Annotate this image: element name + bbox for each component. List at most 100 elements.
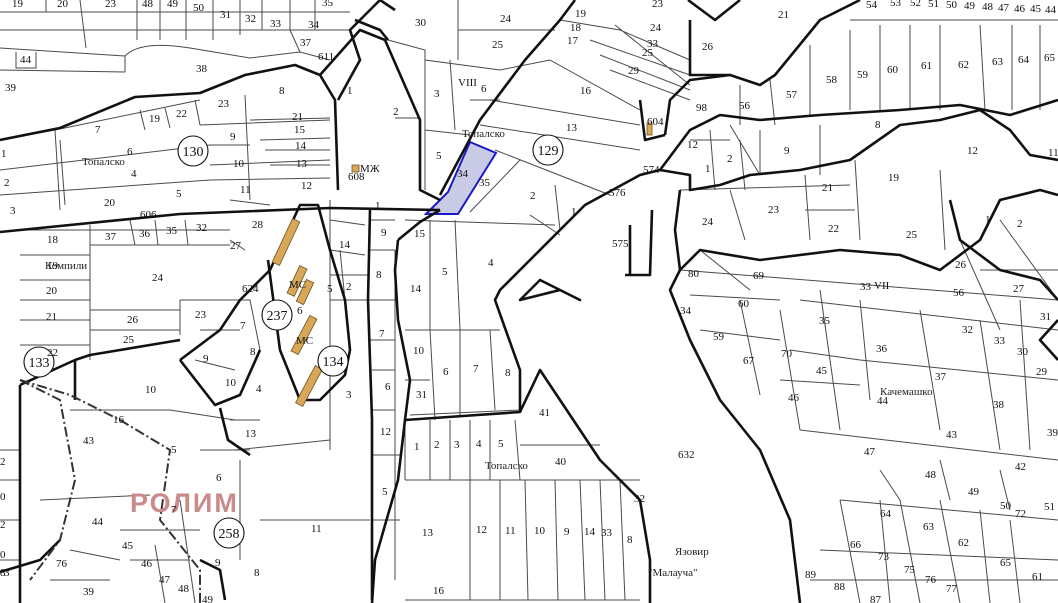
parcel-label: 35: [322, 0, 334, 9]
parcel-label: 14: [410, 283, 422, 295]
parcel-label: 34: [308, 19, 320, 31]
parcel-label: 61: [1032, 571, 1043, 583]
parcel-label: 67: [743, 355, 755, 367]
parcel-label: 57: [786, 89, 798, 101]
parcel-label: 7: [171, 504, 177, 516]
parcel-label: 24: [702, 216, 714, 228]
parcel-label: 21: [778, 9, 789, 21]
parcel-label: 42: [1015, 461, 1026, 473]
parcel-label: 12: [380, 426, 391, 438]
parcel-label: 5: [436, 150, 442, 162]
parcel-label: 32: [196, 222, 207, 234]
parcel-label: 1: [705, 163, 711, 175]
parcel-label: 14: [295, 140, 307, 152]
parcel-label: 22: [176, 108, 187, 120]
parcel-label: 48: [178, 583, 190, 595]
roman-label: VIII: [458, 77, 477, 89]
parcel-label: 17: [567, 35, 579, 47]
parcel-label: 72: [1015, 508, 1026, 520]
parcel-label: 606: [140, 209, 157, 221]
parcel-label: 11: [505, 525, 516, 537]
parcel-label: 9: [784, 145, 790, 157]
locality-labels: Топалско Топалско Топалско Компили Качем…: [45, 77, 933, 579]
roman-label: VII: [874, 280, 890, 292]
parcel-label: 33: [270, 18, 282, 30]
parcel-label: 8: [505, 367, 511, 379]
parcel-label: 7: [95, 124, 101, 136]
parcel-label: 22: [828, 223, 839, 235]
parcel-label: 1: [985, 214, 991, 226]
parcel-label: 65: [1000, 557, 1012, 569]
quarter-marker-237[interactable]: [261, 299, 293, 331]
parcel-label: 8: [627, 534, 633, 546]
parcel-label: 43: [83, 435, 95, 447]
parcel-label: 9: [564, 526, 570, 538]
parcel-label: 8: [250, 346, 256, 358]
parcel-label: 53: [890, 0, 902, 9]
selected-parcel-34[interactable]: [423, 140, 498, 215]
parcel-label: 18: [570, 22, 582, 34]
parcel-label: 6: [216, 472, 222, 484]
parcel-label: 7: [379, 328, 385, 340]
locality-label: Топалско: [82, 156, 125, 168]
parcel-label: 87: [870, 594, 882, 603]
parcel-label: 35: [166, 225, 178, 237]
parcel-label: 10: [145, 384, 157, 396]
parcel-label: 2: [346, 281, 352, 293]
parcel-label: 21: [822, 182, 833, 194]
parcel-label: 8: [279, 85, 285, 97]
parcel-label: 6: [297, 305, 303, 317]
locality-label: Топалско: [485, 460, 528, 472]
parcel-label: 4: [131, 168, 137, 180]
parcel-label: 608: [348, 171, 365, 183]
special-label: МЖ: [360, 163, 380, 175]
parcel-label: 9: [215, 557, 221, 569]
parcel-label: 23: [652, 0, 664, 10]
parcel-label: 8: [254, 567, 260, 579]
parcel-label: 24: [650, 22, 662, 34]
parcel-label: 61: [921, 60, 932, 72]
municipal-boundary-west: [19, 379, 77, 581]
parcel-label: 49: [968, 486, 980, 498]
parcel-label: 0: [0, 491, 6, 503]
parcel-label: 25: [123, 334, 135, 346]
parcel-label: 6: [481, 83, 487, 95]
parcel-label: 6: [443, 366, 449, 378]
quarter-marker-129[interactable]: [532, 134, 564, 166]
parcel-label: 36: [876, 343, 888, 355]
parcel-label: 30: [1017, 346, 1029, 358]
locality-label: "Малауча": [648, 567, 697, 579]
parcel-label: 64: [880, 508, 892, 520]
parcel-label: 9: [381, 227, 387, 239]
quarter-marker-130[interactable]: [177, 135, 209, 167]
parcel-label: 33: [601, 527, 613, 539]
parcel-label: 33: [647, 38, 659, 50]
quarter-number: 130: [183, 145, 204, 160]
quarter-marker-134[interactable]: [317, 345, 349, 377]
parcel-label: 2: [727, 153, 733, 165]
parcel-label: 14: [584, 526, 596, 538]
parcel-label: 33: [860, 281, 872, 293]
parcel-label: 60: [738, 298, 750, 310]
parcel-label: 45: [1030, 3, 1042, 15]
quarter-marker-258[interactable]: [213, 517, 245, 549]
parcel-label: 2: [434, 439, 440, 451]
parcel-label: 39: [1047, 427, 1058, 439]
parcel-label: 16: [580, 85, 592, 97]
parcel-label: 12: [301, 180, 312, 192]
parcel-label: 38: [993, 399, 1005, 411]
parcel-label: 58: [826, 74, 838, 86]
parcel-label: 32: [962, 324, 973, 336]
quarter-marker-133[interactable]: [23, 346, 55, 378]
parcel-label: 13: [296, 158, 308, 170]
parcel-label: 19: [47, 260, 59, 272]
parcel-label: 11: [1048, 147, 1058, 159]
parcel-label: 16: [113, 414, 125, 426]
parcel-label: 13: [422, 527, 434, 539]
parcel-label: 575: [612, 238, 629, 250]
parcel-label: 65: [1044, 52, 1056, 64]
parcel-label: 27: [230, 240, 242, 252]
